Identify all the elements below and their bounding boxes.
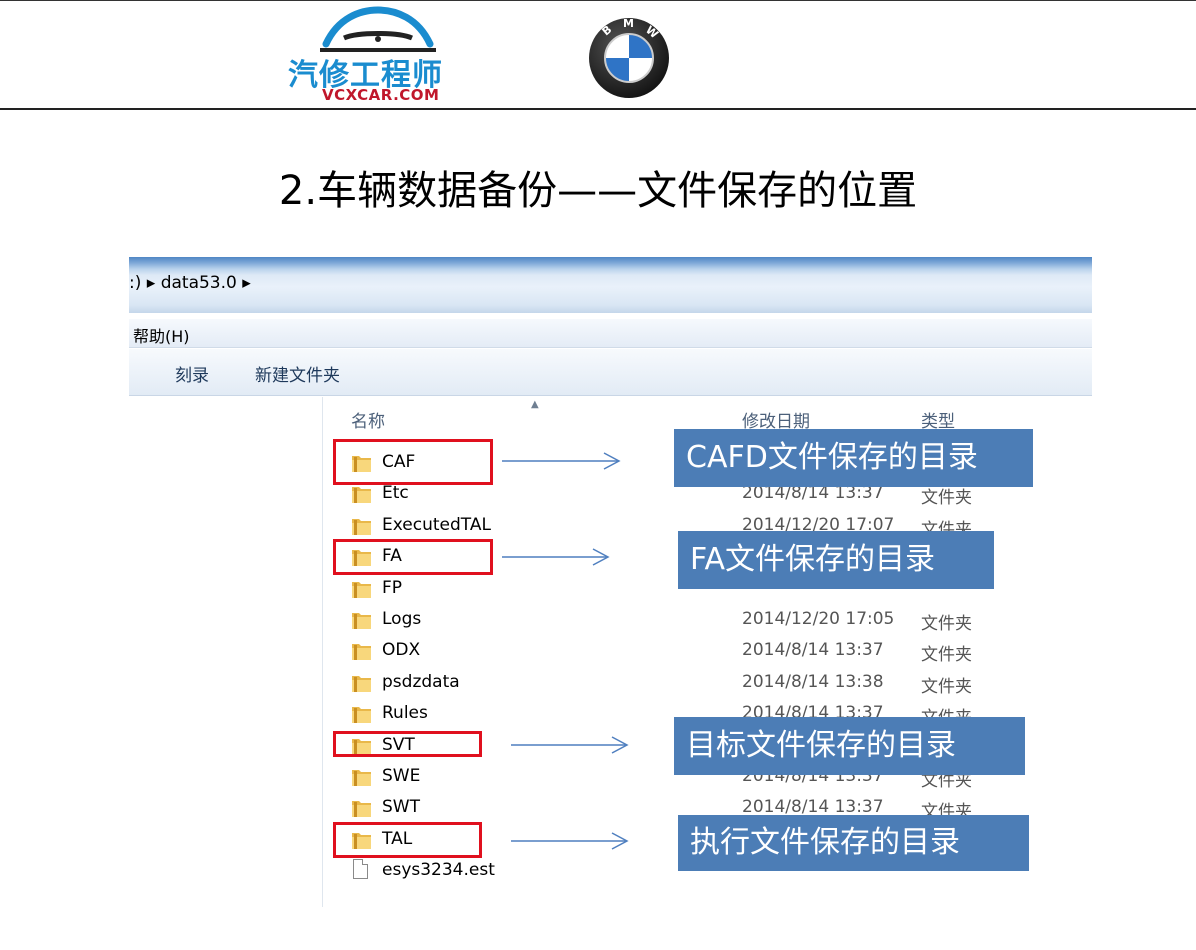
svg-text:M: M — [623, 17, 634, 30]
slide-title: 2.车辆数据备份——文件保存的位置 — [278, 168, 918, 214]
svt-callout: 目标文件保存的目录 — [674, 717, 1025, 775]
file-date: 2014/8/14 13:37 — [742, 483, 884, 503]
column-name-header[interactable]: 名称 — [351, 412, 385, 432]
file-name: SWE — [382, 766, 421, 786]
folder-icon — [352, 676, 371, 692]
file-date: 2014/8/14 13:38 — [742, 672, 884, 692]
sort-arrow-icon: ▲ — [531, 399, 539, 410]
caf-callout: CAFD文件保存的目录 — [674, 429, 1033, 487]
caf-callout-text: CAFD文件保存的目录 — [686, 440, 978, 475]
menu-help[interactable]: 帮助(H) — [133, 327, 190, 346]
folder-icon — [352, 613, 371, 629]
file-name: Logs — [382, 609, 422, 629]
file-date: 2014/12/20 17:05 — [742, 609, 895, 629]
file-name: Rules — [382, 703, 428, 723]
folder-icon — [352, 487, 371, 503]
address-bar[interactable]: :) ▸ data53.0 ▸ — [129, 257, 1092, 313]
file-name: FA — [382, 546, 402, 566]
tal-highlight-box — [333, 822, 482, 858]
toolbar: 刻录 新建文件夹 — [129, 349, 1092, 396]
file-name: ExecutedTAL — [382, 515, 491, 535]
file-name: SVT — [382, 735, 415, 755]
menu-bar: 帮助(H) — [129, 319, 1092, 348]
file-type: 文件夹 — [921, 771, 972, 791]
caf-arrow-icon — [502, 452, 621, 470]
top-rule — [0, 0, 1196, 1]
file-date: 2014/8/14 13:37 — [742, 640, 884, 660]
file-name: SWT — [382, 797, 420, 817]
navigation-pane[interactable] — [129, 397, 323, 907]
address-path: :) ▸ data53.0 ▸ — [129, 273, 251, 293]
svt-arrow-icon — [511, 736, 629, 754]
file-type: 文件夹 — [921, 677, 972, 697]
file-type: 文件夹 — [921, 488, 972, 508]
fa-arrow-icon — [502, 548, 610, 566]
file-type: 文件夹 — [921, 645, 972, 665]
file-name: FP — [382, 578, 403, 598]
bmw-logo-icon: B M W — [589, 17, 669, 98]
file-name: TAL — [382, 829, 413, 849]
file-name: esys3234.est — [382, 860, 495, 880]
folder-icon — [352, 550, 371, 566]
tal-callout: 执行文件保存的目录 — [678, 815, 1029, 871]
folder-icon — [352, 770, 371, 786]
svt-callout-text: 目标文件保存的目录 — [686, 728, 956, 763]
logo-chinese-text: 汽修工程师 — [288, 58, 443, 93]
file-name: ODX — [382, 640, 421, 660]
folder-icon — [352, 801, 371, 817]
tal-callout-text: 执行文件保存的目录 — [690, 825, 960, 860]
new-folder-button[interactable]: 新建文件夹 — [255, 366, 340, 386]
folder-icon — [352, 582, 371, 598]
column-type-header[interactable]: 类型 — [921, 412, 955, 432]
fa-highlight-box — [333, 539, 493, 575]
fa-callout-text: FA文件保存的目录 — [690, 542, 936, 577]
file-name: psdzdata — [382, 672, 460, 692]
file-date: 2014/8/14 13:37 — [742, 797, 884, 817]
logo-english-text: VCXCAR.COM — [322, 86, 440, 104]
fa-callout: FA文件保存的目录 — [678, 531, 994, 589]
svt-highlight-box — [333, 731, 482, 757]
file-date: 2014/12/20 17:07 — [742, 515, 895, 535]
folder-icon — [352, 456, 371, 472]
folder-icon — [352, 644, 371, 660]
burn-button[interactable]: 刻录 — [175, 366, 209, 386]
file-name: Etc — [382, 483, 409, 503]
car-logo-icon — [320, 6, 436, 52]
column-date-header[interactable]: 修改日期 — [742, 412, 810, 432]
file-type: 文件夹 — [921, 614, 972, 634]
folder-icon — [352, 833, 371, 849]
folder-icon — [352, 707, 371, 723]
file-icon — [353, 859, 368, 879]
file-name: CAF — [382, 452, 416, 472]
folder-icon — [352, 739, 371, 755]
header-rule — [0, 108, 1196, 110]
folder-icon — [352, 519, 371, 535]
tal-arrow-icon — [511, 832, 629, 850]
caf-highlight-box — [333, 439, 493, 485]
